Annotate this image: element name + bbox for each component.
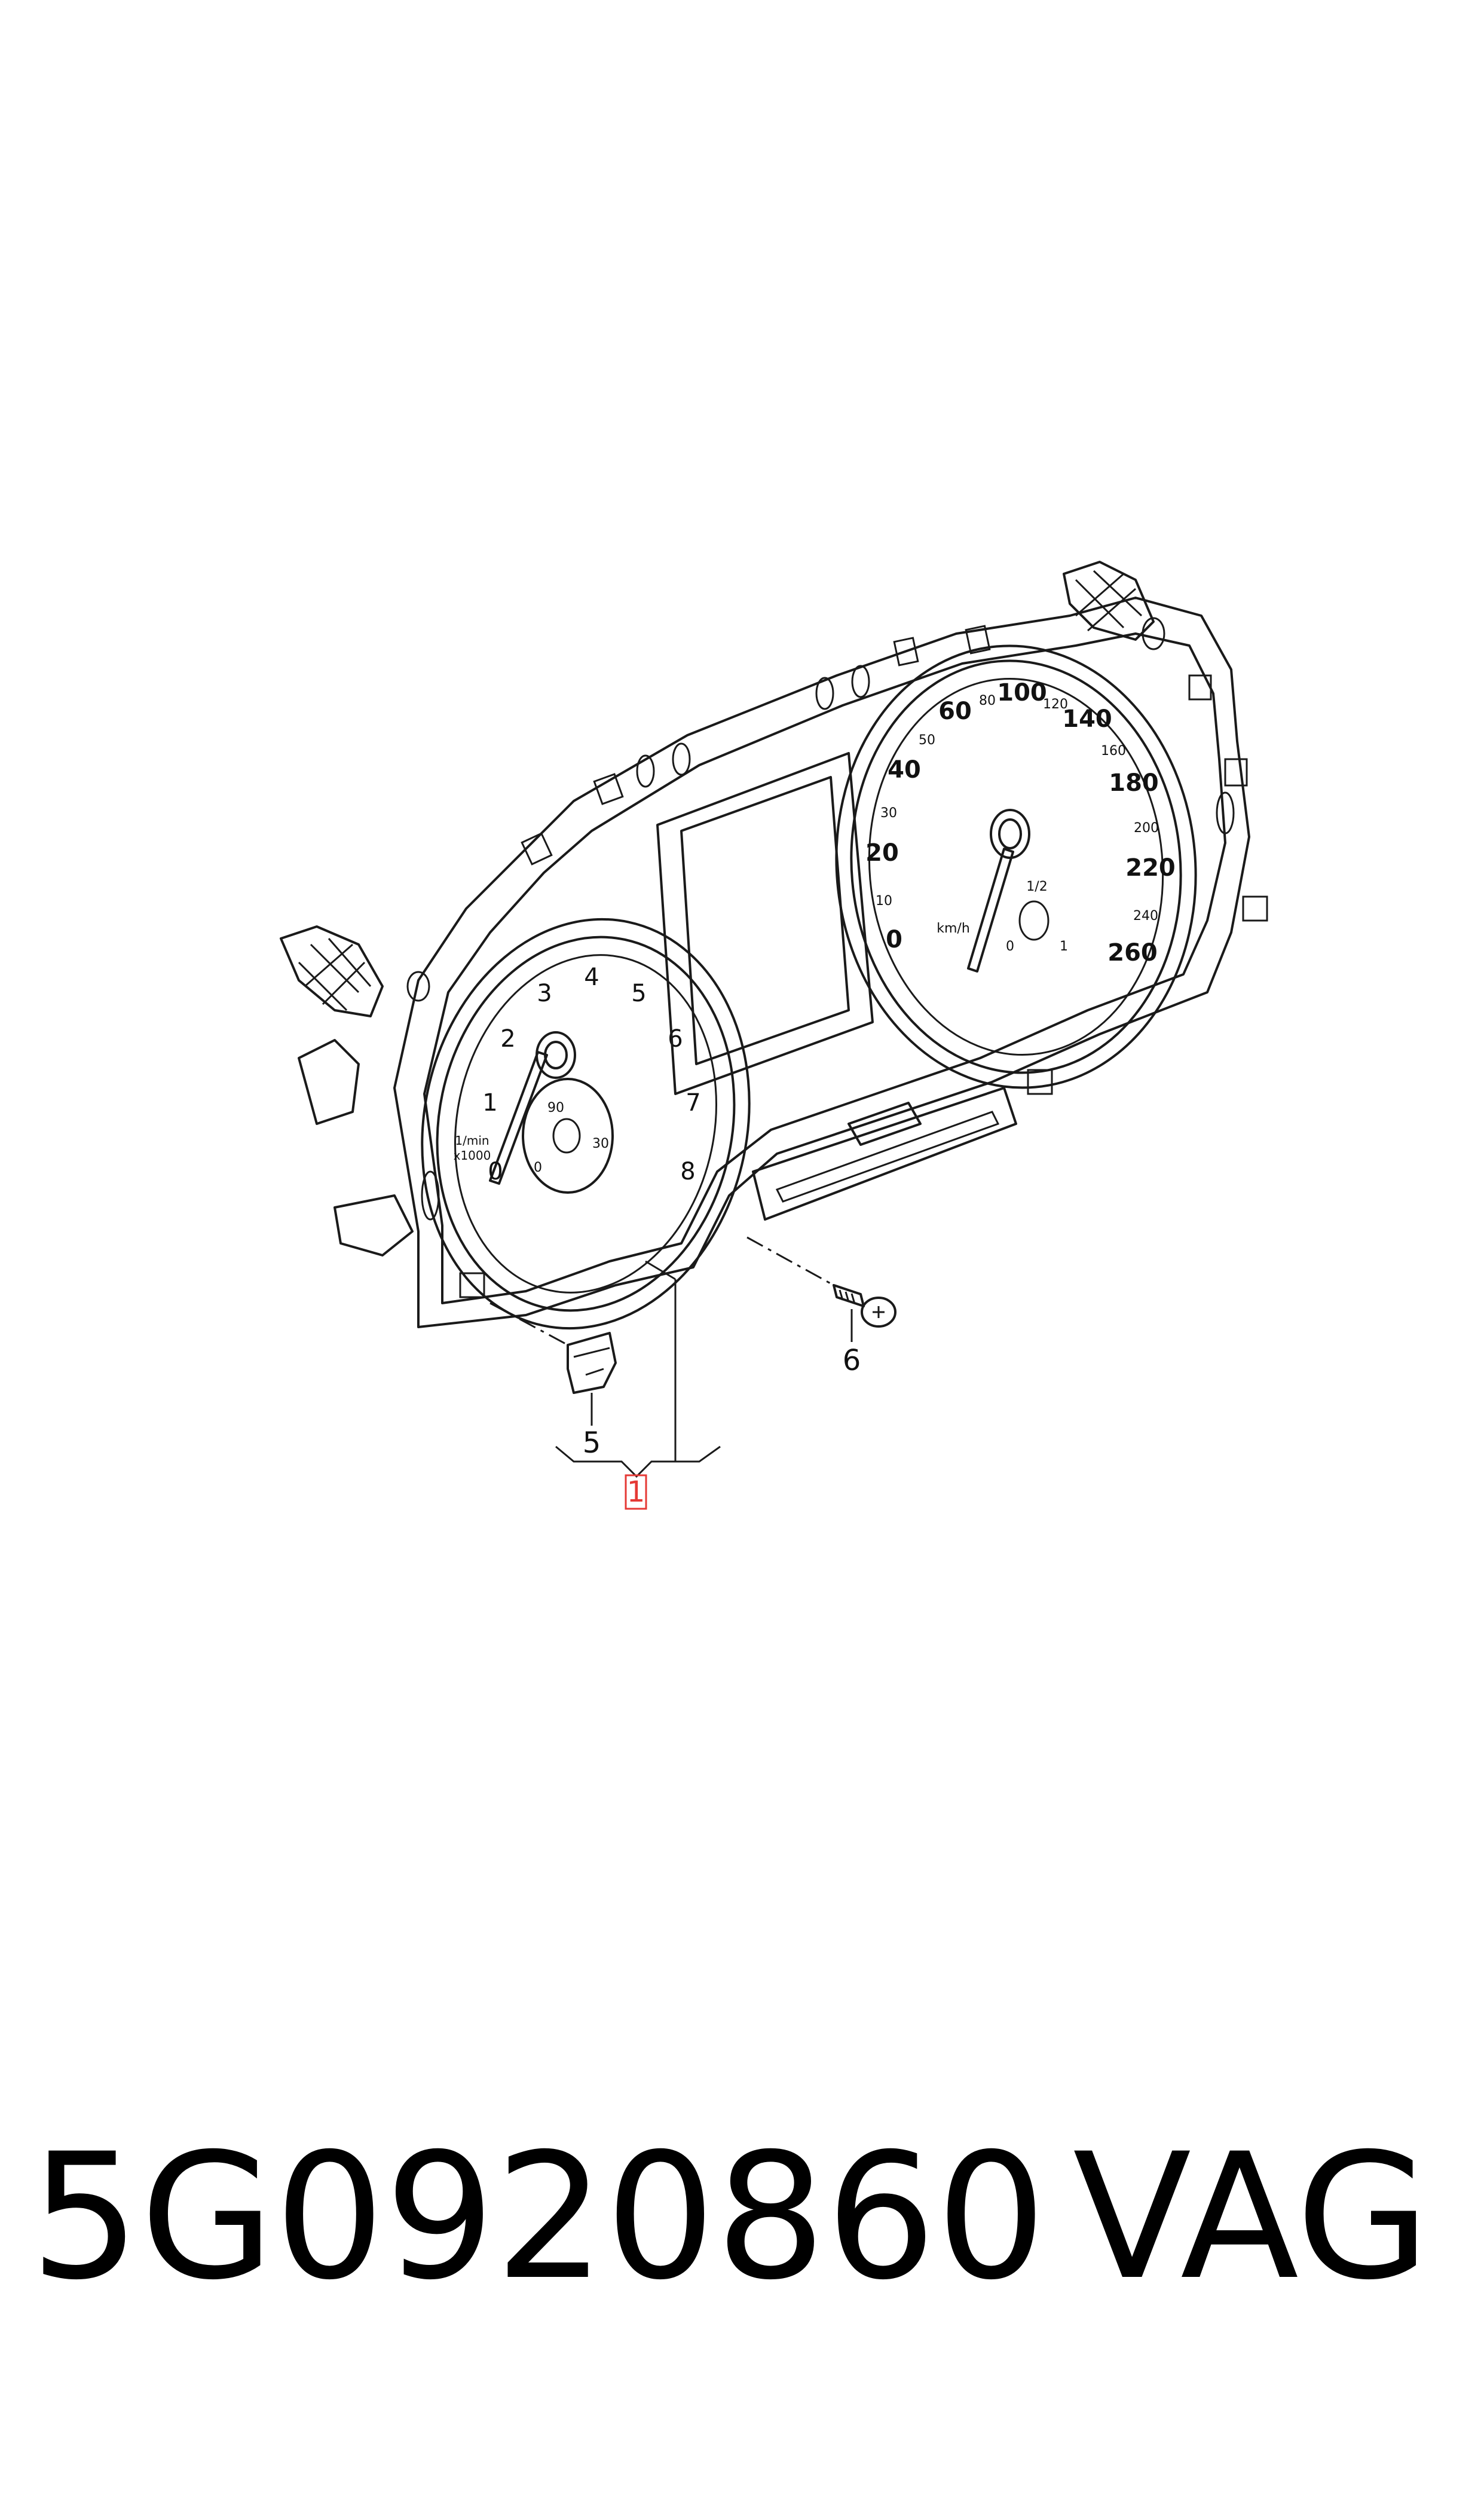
- speedo-major-tick-label: 60: [938, 698, 972, 725]
- speedo-minor-tick-label: 240: [1133, 909, 1158, 924]
- speedo-minor-tick-label: 120: [1043, 697, 1068, 712]
- cluster-housing-inner-rim: [423, 632, 1226, 1304]
- speedo-minor-tick-label: 200: [1134, 821, 1159, 836]
- callout-1-box: [625, 1474, 647, 1510]
- left-mounting-bracket: [280, 925, 384, 1017]
- speedo-subdial-label: 1/2: [1026, 879, 1047, 894]
- speedometer-hub-inner: [998, 818, 1022, 849]
- tach-tick-label: 2: [500, 1025, 515, 1053]
- part-number: 5G0920860: [30, 2117, 1047, 2318]
- speedo-major-tick-label: 100: [997, 679, 1047, 707]
- speedometer-hub: [990, 809, 1030, 859]
- screw-part-6: [833, 1284, 896, 1328]
- speedo-minor-tick-label: 80: [979, 693, 996, 708]
- speedo-major-tick-label: 0: [886, 926, 902, 953]
- callout-5: 5: [583, 1426, 601, 1460]
- clip-part-5: [567, 1332, 617, 1394]
- tach-tick-label: 3: [537, 980, 552, 1007]
- center-display-bezel: [656, 752, 874, 1095]
- tach-subdial-label: 90: [547, 1100, 564, 1115]
- speedo-subdial-label: 0: [1006, 939, 1014, 954]
- top-right-mounting-bracket: [1063, 561, 1155, 641]
- speedo-minor-tick-label: 160: [1101, 744, 1126, 759]
- left-side-tab-lower: [333, 1194, 414, 1257]
- tach-subdial-label: 0: [534, 1160, 542, 1175]
- lower-connector-slot: [775, 1111, 1000, 1203]
- speedo-major-tick-label: 260: [1107, 939, 1158, 967]
- speedo-major-tick-label: 40: [888, 756, 921, 784]
- tach-tick-label: 4: [584, 964, 599, 991]
- top-right-bracket-grid: [1075, 570, 1143, 632]
- clip-leader-dashed: [489, 1302, 568, 1346]
- tachometer-needle: [489, 1051, 548, 1185]
- speedometer-needle: [967, 848, 1014, 973]
- connector-plug: [847, 1102, 922, 1146]
- assembly-bracket: [555, 1445, 721, 1478]
- left-bracket-grid: [298, 938, 372, 1011]
- tach-tick-label: 5: [631, 980, 646, 1007]
- speedo-minor-tick-label: 50: [919, 733, 935, 748]
- screw-leader-dashed: [746, 1236, 834, 1286]
- left-side-tab-upper: [298, 1039, 360, 1125]
- tach-subdial-label: 30: [592, 1136, 609, 1151]
- dial-leader: [645, 1260, 676, 1280]
- tach-tick-label: 8: [680, 1158, 695, 1185]
- brand-label: VAG: [1073, 2117, 1430, 2318]
- tachometer-subdial-hub: [552, 1118, 581, 1154]
- speedo-major-tick-label: 220: [1125, 854, 1176, 882]
- speedometer-subdial-hub: [1018, 900, 1049, 941]
- tach-tick-label: 0: [488, 1158, 503, 1185]
- tach-tick-label: 1: [482, 1089, 497, 1117]
- speedo-major-tick-label: 140: [1062, 705, 1112, 733]
- cluster-housing-outline: [393, 597, 1250, 1328]
- rim-mounting-holes: [406, 617, 1268, 1298]
- tach-unit-line1: 1/min: [455, 1133, 489, 1148]
- tach-tick-label: 7: [686, 1089, 700, 1117]
- callout-1: 1: [627, 1475, 645, 1509]
- speedo-minor-tick-label: 10: [876, 894, 892, 909]
- callout-6: 6: [843, 1344, 861, 1377]
- tachometer-hub-inner: [544, 1041, 568, 1069]
- center-display-frame: [680, 776, 850, 1065]
- speedo-major-tick-label: 20: [865, 839, 899, 867]
- speedo-major-tick-label: 180: [1109, 769, 1159, 797]
- lower-connector-housing: [752, 1087, 1017, 1221]
- speedo-subdial-label: 1: [1060, 939, 1068, 954]
- tach-unit-line2: x1000: [454, 1148, 491, 1163]
- speedo-minor-tick-label: 30: [880, 806, 897, 821]
- tachometer-subdial: [522, 1078, 614, 1194]
- tachometer-hub: [536, 1031, 576, 1079]
- speedo-unit-label: km/h: [937, 921, 970, 936]
